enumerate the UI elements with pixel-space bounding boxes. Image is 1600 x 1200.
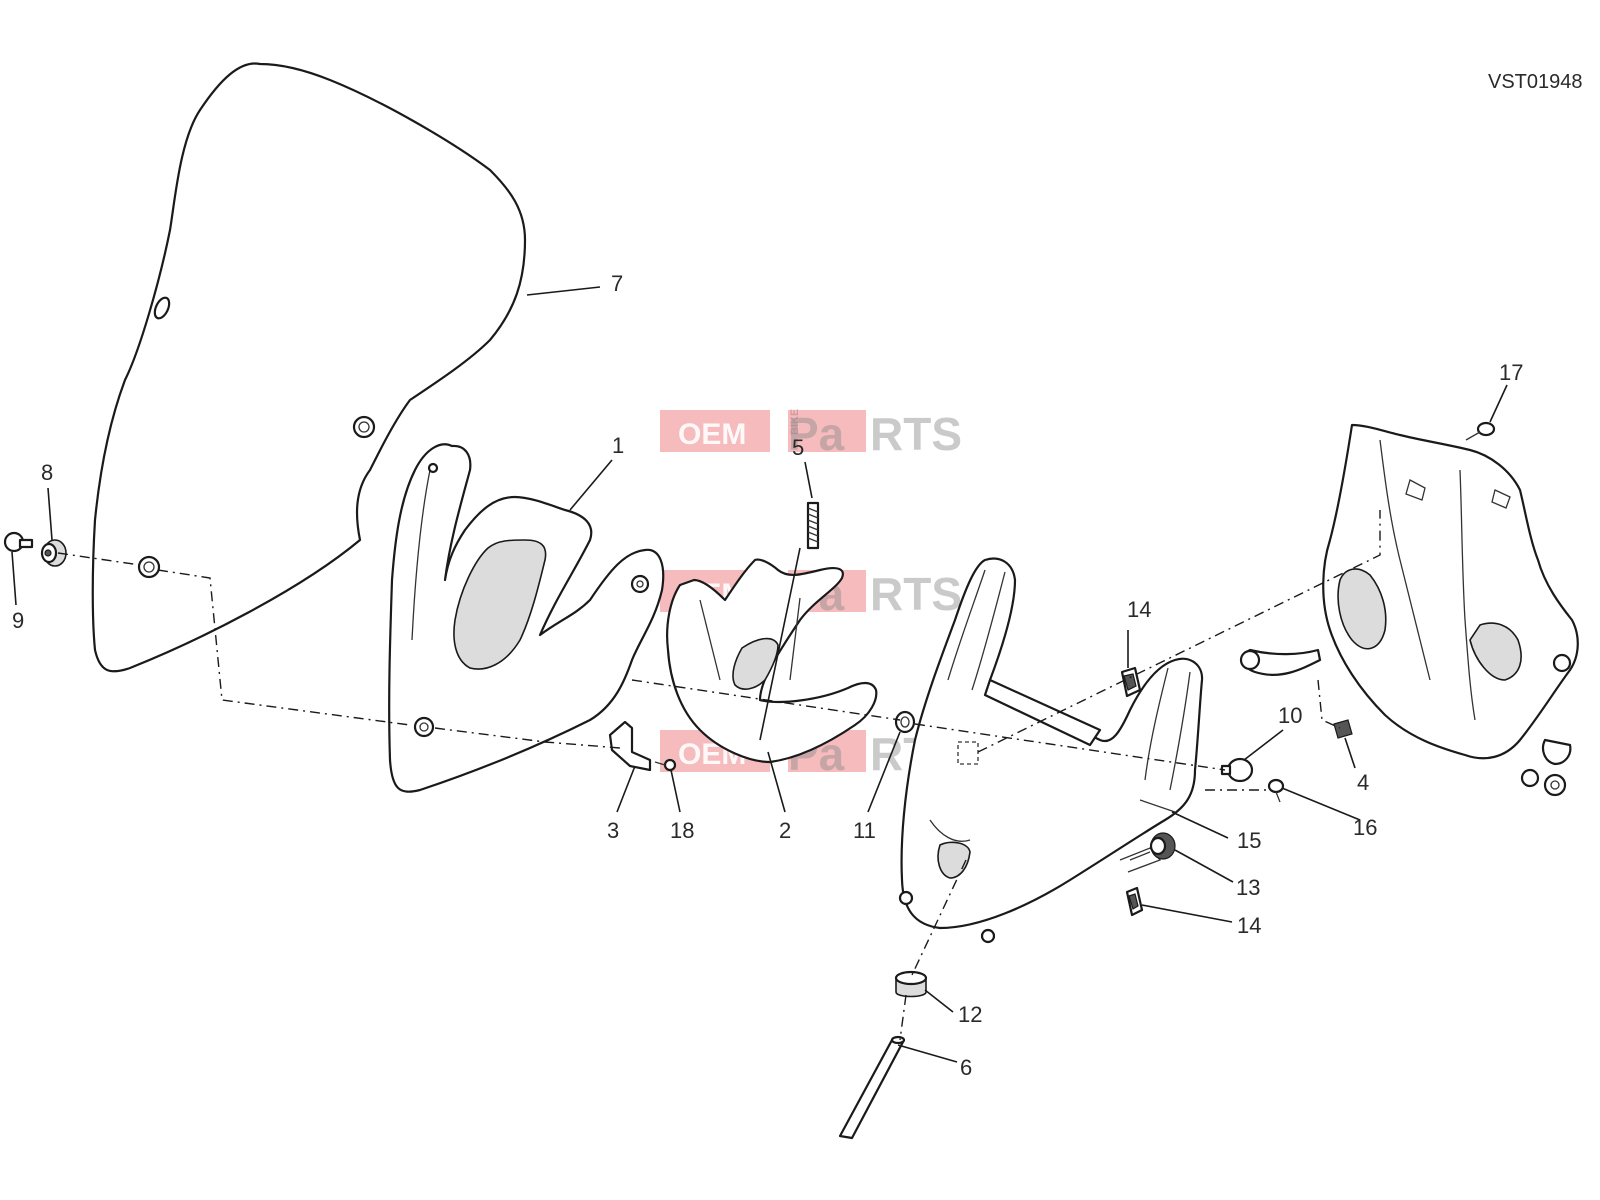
part-screw-18	[654, 758, 677, 772]
part-mounting-bracket	[1239, 423, 1579, 797]
part-clip-3	[608, 720, 652, 772]
callout-3: 3	[607, 818, 619, 843]
callout-6: 6	[960, 1055, 972, 1080]
callout-4: 4	[1357, 770, 1369, 795]
part-knob-13	[1129, 832, 1176, 861]
part-headlight-frame	[898, 557, 1204, 944]
callout-11: 11	[853, 818, 876, 843]
watermark-accent: Pa	[788, 408, 845, 460]
part-spring-5	[806, 501, 820, 550]
watermark-left: OEM	[678, 418, 746, 451]
watermark-right: RTS	[870, 408, 962, 460]
watermark-right: RTS	[870, 568, 962, 620]
part-screw-17	[1465, 421, 1496, 441]
part-rod-6	[838, 1035, 906, 1140]
part-screw-16	[1267, 778, 1285, 803]
callout-13: 13	[1236, 875, 1260, 900]
part-inner-support	[666, 558, 878, 764]
callout-10: 10	[1278, 703, 1302, 728]
assembly-lines	[57, 510, 1381, 1041]
watermark: OEM BIKE Pa RTS	[660, 408, 962, 460]
watermark-middle: BIKE	[789, 409, 801, 435]
part-cover	[388, 443, 665, 793]
part-windscreen	[91, 62, 527, 673]
part-nut-4	[1333, 719, 1353, 739]
reference-code: VST01948	[1488, 71, 1583, 93]
part-bush-12	[894, 970, 928, 998]
leader-lines	[11, 286, 1508, 1063]
callout-14-bottom: 14	[1237, 913, 1261, 938]
callout-18: 18	[670, 818, 694, 843]
callout-16: 16	[1353, 815, 1377, 840]
part-washer-11	[894, 710, 916, 734]
callout-14-top: 14	[1127, 597, 1151, 622]
part-clip-14a	[1120, 666, 1142, 698]
callout-9: 9	[12, 608, 24, 633]
callout-12: 12	[958, 1002, 982, 1027]
part-screw-9	[3, 531, 34, 553]
callout-5: 5	[792, 435, 804, 460]
callout-15: 15	[1237, 828, 1261, 853]
part-clip-14b	[1125, 886, 1144, 917]
callout-1: 1	[612, 433, 624, 458]
part-pin-10	[1220, 757, 1254, 783]
part-grommet-8	[40, 539, 67, 567]
callout-17: 17	[1499, 360, 1523, 385]
callout-labels: 7 1 8 9 5 3 18 2 11 14 10 4 16 15 13 14 …	[12, 271, 1523, 1080]
callout-8: 8	[41, 460, 53, 485]
callout-2: 2	[779, 818, 791, 843]
callout-7: 7	[611, 271, 623, 296]
